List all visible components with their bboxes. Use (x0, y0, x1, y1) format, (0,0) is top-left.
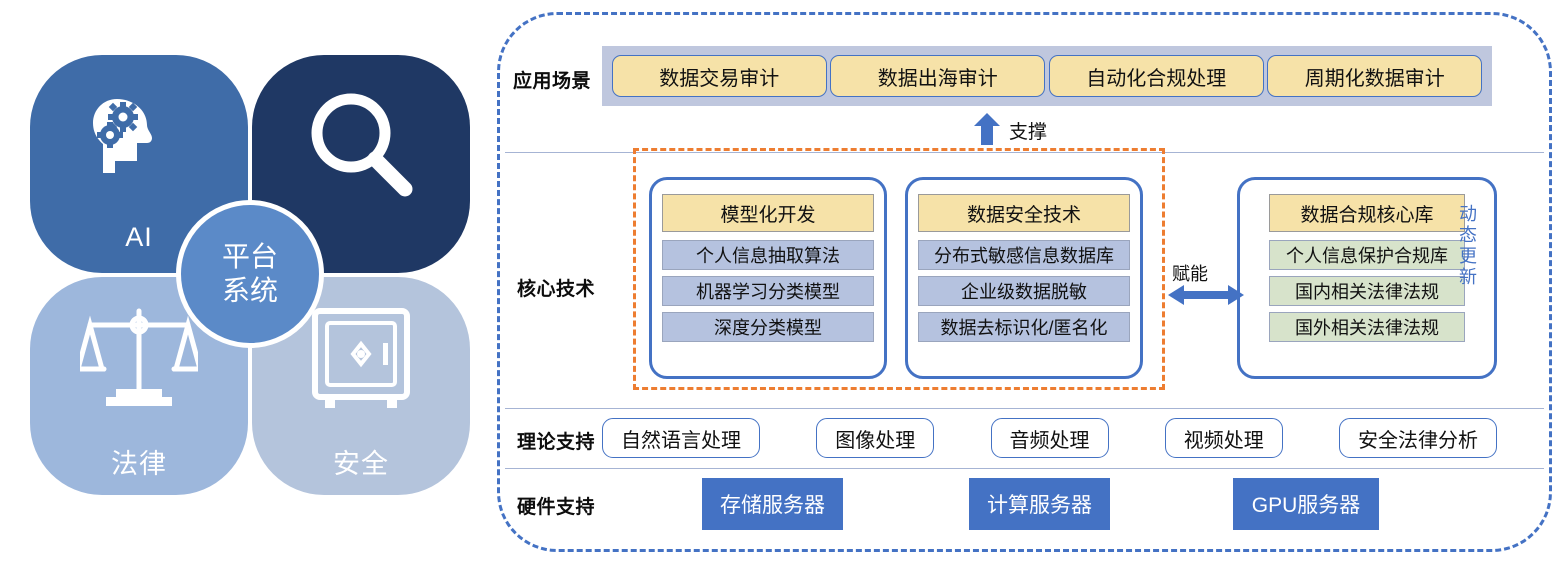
tech-item[interactable]: 国内相关法律法规 (1269, 276, 1465, 306)
center-platform-circle[interactable]: 平台 系统 (176, 200, 324, 348)
divider-line (505, 152, 1544, 153)
hardware-box[interactable]: 计算服务器 (969, 478, 1110, 530)
magnifier-icon (252, 81, 470, 213)
inner-dashed-boundary (633, 148, 1165, 390)
tech-item[interactable]: 国外相关法律法规 (1269, 312, 1465, 342)
quadrant-label-security: 安全 (333, 449, 389, 479)
tech-item[interactable]: 个人信息抽取算法 (662, 240, 874, 270)
theory-box[interactable]: 视频处理 (1164, 418, 1283, 458)
theory-box[interactable]: 音频处理 (990, 418, 1109, 458)
tech-item[interactable]: 个人信息保护合规库 (1269, 240, 1465, 270)
tech-card-data-security[interactable]: 数据安全技术 分布式敏感信息数据库 企业级数据脱敏 数据去标识化/匿名化 (905, 177, 1143, 379)
quadrant-label-law: 法律 (111, 449, 167, 479)
hardware-box[interactable]: 存储服务器 (702, 478, 843, 530)
center-line-2: 系统 (221, 275, 278, 306)
row-label-core-tech: 核心技术 (517, 279, 596, 300)
tech-card-header: 数据合规核心库 (1269, 194, 1465, 232)
tech-card-compliance-library[interactable]: 数据合规核心库 个人信息保护合规库 国内相关法律法规 国外相关法律法规 (1237, 177, 1497, 379)
tech-item[interactable]: 机器学习分类模型 (662, 276, 874, 306)
row-label-hardware: 硬件支持 (517, 497, 596, 518)
outer-dashed-boundary (497, 12, 1552, 552)
tech-item[interactable]: 分布式敏感信息数据库 (918, 240, 1130, 270)
divider-line (505, 408, 1544, 409)
support-arrow-up-icon (974, 113, 1000, 145)
scales-icon (30, 303, 248, 415)
scenario-box[interactable]: 数据交易审计 (611, 55, 827, 97)
support-arrow-label: 支撑 (1009, 122, 1048, 143)
tech-card-model-development[interactable]: 模型化开发 个人信息抽取算法 机器学习分类模型 深度分类模型 (649, 177, 887, 379)
hardware-support-row: 存储服务器 计算服务器 GPU服务器 (497, 478, 1552, 534)
brain-gears-icon (30, 81, 248, 193)
row-label-application: 应用场景 (513, 71, 592, 92)
theory-box[interactable]: 自然语言处理 (602, 418, 760, 458)
dynamic-update-label: 动态更新 (1459, 204, 1477, 287)
quadrant-label-ai: AI (125, 222, 153, 252)
enable-arrow-bidirectional-icon (1168, 284, 1244, 306)
application-scenario-band: 数据交易审计 数据出海审计 自动化合规处理 周期化数据审计 (602, 46, 1492, 106)
theory-support-row: 自然语言处理 图像处理 音频处理 视频处理 安全法律分析 (602, 417, 1497, 459)
theory-box[interactable]: 安全法律分析 (1339, 418, 1497, 458)
tech-item[interactable]: 数据去标识化/匿名化 (918, 312, 1130, 342)
tech-card-header: 模型化开发 (662, 194, 874, 232)
enable-arrow-label: 赋能 (1172, 264, 1208, 284)
hardware-box[interactable]: GPU服务器 (1233, 478, 1379, 530)
scenario-box[interactable]: 自动化合规处理 (1048, 55, 1264, 97)
tech-item[interactable]: 深度分类模型 (662, 312, 874, 342)
platform-system-wheel: AI (30, 55, 470, 495)
scenario-box[interactable]: 周期化数据审计 (1267, 55, 1483, 97)
safe-box-icon (252, 303, 470, 415)
theory-box[interactable]: 图像处理 (816, 418, 935, 458)
tech-item[interactable]: 企业级数据脱敏 (918, 276, 1130, 306)
quadrant-ai[interactable]: AI (30, 55, 248, 273)
divider-line (505, 468, 1544, 469)
architecture-panel: 应用场景 核心技术 理论支持 硬件支持 数据交易审计 数据出海审计 自动化合规处… (497, 12, 1552, 552)
scenario-box[interactable]: 数据出海审计 (830, 55, 1046, 97)
center-line-1: 平台 (221, 240, 278, 272)
row-label-theory: 理论支持 (517, 432, 596, 453)
tech-card-header: 数据安全技术 (918, 194, 1130, 232)
